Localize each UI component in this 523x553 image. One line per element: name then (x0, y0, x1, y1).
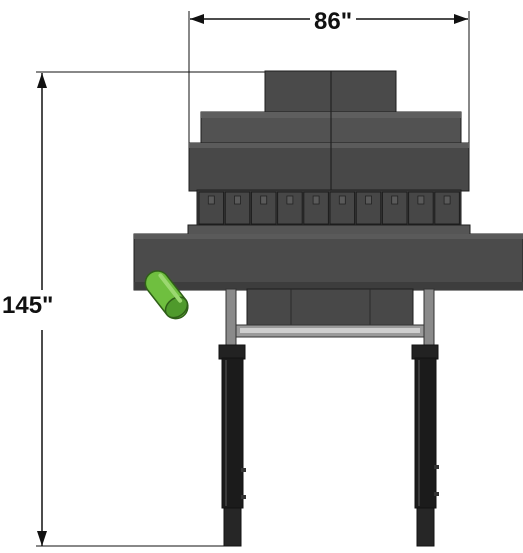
left-leg-highlight (225, 360, 227, 506)
height-dimension-label: 145" (2, 292, 54, 320)
left-leg-bolt-1 (241, 468, 246, 472)
lamp-cell (250, 191, 277, 225)
lamp-housing (188, 142, 470, 192)
conveyor-bed-shade (134, 282, 523, 290)
height-arrow-top (37, 73, 47, 88)
green-roller (144, 270, 189, 320)
height-dimension (36, 71, 265, 547)
width-arrow-left (190, 14, 204, 24)
left-leg-collar (218, 344, 246, 360)
lamp-cell-tab (338, 195, 346, 205)
right-leg (411, 344, 439, 547)
right-leg-lower (416, 507, 435, 547)
frame-right-upright (423, 288, 435, 348)
left-leg-bolt-2 (241, 495, 246, 499)
width-dimension-label: 86" (310, 10, 357, 34)
width-arrow-right (454, 14, 468, 24)
frame-crossbar-inner (240, 328, 420, 333)
lamp-cell-tab (391, 195, 399, 205)
green-roller-end (164, 296, 189, 319)
height-arrow-bottom (37, 531, 47, 546)
right-leg-bolt-1 (434, 465, 439, 469)
lamp-cell-tab (365, 195, 372, 205)
conveyor-top-strip (187, 224, 471, 236)
conveyor-bed-highlight (134, 234, 523, 239)
lamp-cell-tab (207, 195, 215, 205)
lamp-cell-tab (286, 195, 294, 205)
lamp-cell-tab (417, 195, 425, 205)
conveyor-bed (133, 233, 523, 291)
right-leg-collar (411, 344, 439, 360)
lamp-cell-tab (260, 195, 268, 205)
green-roller-highlight (158, 273, 183, 303)
lower-cabinet (246, 288, 414, 326)
right-leg-bolt-2 (434, 492, 439, 496)
lamp-cell-tab (312, 195, 320, 205)
lamp-cell-tab (443, 195, 451, 205)
right-leg-highlight (418, 360, 420, 506)
lamp-cells (198, 191, 460, 225)
lamp-housing-highlight (189, 143, 469, 148)
left-leg-lower (223, 507, 242, 547)
lamp-cell-tab (234, 195, 241, 205)
frame-left-upright (225, 288, 237, 348)
left-leg (218, 344, 246, 547)
